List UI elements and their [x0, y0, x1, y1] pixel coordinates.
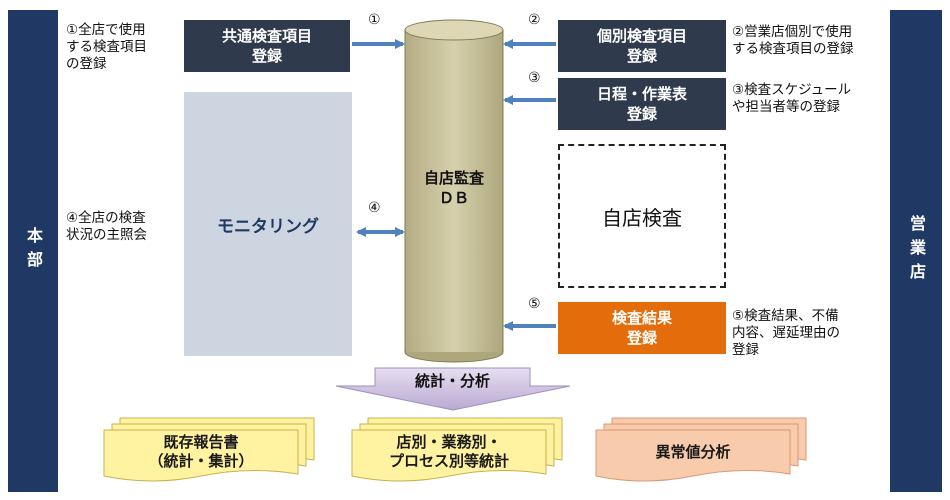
- arrow-number-5: ⑤: [528, 296, 541, 312]
- database-label: 自店監査 ＤＢ: [423, 169, 484, 207]
- doc-stack-existing-reports: [103, 417, 315, 482]
- existing-reports-label: 既存報告書 （統計・集計）: [148, 433, 254, 470]
- statistics-arrow: [335, 367, 571, 411]
- note-1: ①全店で使用 する検査項目 の登録: [66, 22, 147, 72]
- doc-stack-branch-stats: [351, 417, 563, 482]
- arrow-number-3: ③: [528, 70, 541, 86]
- monitoring-label: モニタリング: [217, 216, 319, 237]
- sidebar-branch-label: 営業店: [907, 215, 926, 287]
- database-cylinder: [404, 19, 504, 363]
- monitoring-panel: モニタリング: [184, 92, 352, 356]
- note-5: ⑤検査結果、不備 内容、遅延理由の 登録: [732, 308, 840, 358]
- self-inspection-label: 自店検査: [602, 205, 682, 230]
- note-2: ②営業店個別で使用 する検査項目の登録: [732, 24, 854, 57]
- sidebar-headquarters-label: 本部: [24, 227, 43, 275]
- results-box: 検査結果 登録: [558, 302, 726, 354]
- doc-stack-anomaly: [595, 417, 807, 482]
- anomaly-label: 異常値分析: [655, 442, 731, 461]
- arrow-number-2: ②: [528, 12, 541, 28]
- sidebar-headquarters: 本部: [8, 10, 58, 492]
- arrow-number-1: ①: [368, 12, 381, 28]
- individual-items-box: 個別検査項目 登録: [558, 20, 726, 72]
- note-3: ③検査スケジュール や担当者等の登録: [732, 82, 852, 115]
- self-inspection-box: 自店検査: [558, 144, 726, 288]
- schedule-box: 日程・作業表 登録: [558, 78, 726, 130]
- sidebar-branch: 営業店: [890, 10, 942, 492]
- arrow-number-4: ④: [368, 200, 381, 216]
- common-items-box: 共通検査項目 登録: [184, 20, 350, 72]
- note-4: ④全店の検査 状況の主照会: [66, 210, 147, 243]
- branch-stats-label: 店別・業務別・ プロセス別等統計: [388, 433, 509, 470]
- statistics-label: 統計・分析: [414, 372, 490, 390]
